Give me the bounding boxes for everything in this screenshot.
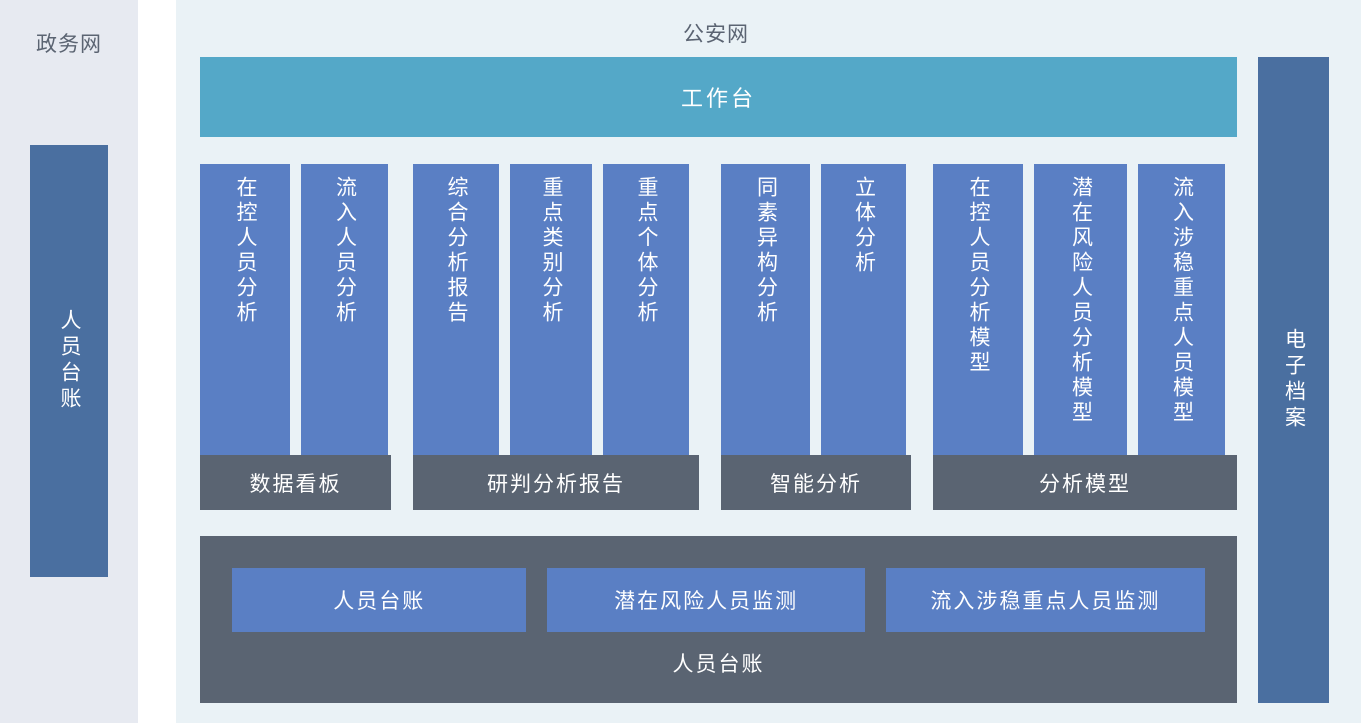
analysis-card-label: 在控人员分析模型 (967, 176, 991, 376)
analysis-group-cards: 同素异构分析 立体分析 (721, 164, 911, 455)
analysis-card-label: 重点个体分析 (635, 176, 659, 326)
analysis-card-label: 流入涉稳重点人员模型 (1170, 176, 1194, 426)
analysis-card-label: 立体分析 (852, 176, 876, 276)
personnel-ledger-box[interactable]: 潜在风险人员监测 (547, 568, 865, 632)
electronic-archive-label: 电子档案 (1282, 328, 1306, 432)
analysis-card[interactable]: 流入人员分析 (301, 164, 388, 455)
analysis-group-footer[interactable]: 智能分析 (721, 455, 911, 510)
government-personnel-ledger-card[interactable]: 人员台账 (30, 145, 108, 577)
analysis-card[interactable]: 综合分析报告 (413, 164, 499, 455)
analysis-card[interactable]: 重点个体分析 (603, 164, 689, 455)
analysis-group-footer[interactable]: 数据看板 (200, 455, 391, 510)
personnel-ledger-block: 人员台账 潜在风险人员监测 流入涉稳重点人员监测 人员台账 (200, 536, 1237, 703)
analysis-group-footer[interactable]: 分析模型 (933, 455, 1237, 510)
analysis-card[interactable]: 在控人员分析模型 (933, 164, 1023, 455)
flow-arrow-zone (138, 0, 316, 723)
analysis-group-cards: 在控人员分析 流入人员分析 (200, 164, 391, 455)
public-security-network-title: 公安网 (683, 23, 749, 46)
analysis-group-footer-label: 研判分析报告 (487, 472, 625, 496)
workbench-bar[interactable]: 工作台 (200, 57, 1237, 137)
government-personnel-ledger-label: 人员台账 (58, 309, 82, 413)
analysis-group-footer-label: 智能分析 (770, 472, 862, 496)
personnel-ledger-caption: 人员台账 (672, 653, 765, 676)
analysis-card-label: 在控人员分析 (234, 176, 258, 326)
electronic-archive-card[interactable]: 电子档案 (1258, 57, 1329, 703)
analysis-card[interactable]: 同素异构分析 (721, 164, 810, 455)
analysis-card[interactable]: 流入涉稳重点人员模型 (1138, 164, 1225, 455)
analysis-card[interactable]: 立体分析 (821, 164, 906, 455)
workbench-label: 工作台 (680, 86, 756, 111)
analysis-group-footer-label: 数据看板 (249, 472, 342, 496)
analysis-card-label: 综合分析报告 (445, 176, 469, 326)
analysis-card[interactable]: 重点类别分析 (510, 164, 592, 455)
personnel-ledger-box[interactable]: 流入涉稳重点人员监测 (885, 568, 1205, 632)
analysis-group-cards: 在控人员分析模型 潜在风险人员分析模型 流入涉稳重点人员模型 (933, 164, 1237, 455)
analysis-group-cards: 综合分析报告 重点类别分析 重点个体分析 (413, 164, 699, 455)
personnel-ledger-box-row: 人员台账 潜在风险人员监测 流入涉稳重点人员监测 (232, 568, 1205, 632)
analysis-card-label: 潜在风险人员分析模型 (1069, 176, 1093, 426)
personnel-ledger-box-label: 人员台账 (333, 590, 426, 613)
analysis-card[interactable]: 潜在风险人员分析模型 (1034, 164, 1127, 455)
government-network-title: 政务网 (36, 33, 102, 56)
government-network-panel: 政务网 人员台账 (0, 0, 138, 723)
personnel-ledger-box[interactable]: 人员台账 (232, 568, 527, 632)
personnel-ledger-box-label: 潜在风险人员监测 (614, 590, 799, 613)
analysis-group-footer[interactable]: 研判分析报告 (413, 455, 699, 510)
analysis-card-label: 同素异构分析 (754, 176, 778, 326)
personnel-ledger-box-label: 流入涉稳重点人员监测 (930, 590, 1161, 613)
analysis-group-footer-label: 分析模型 (1039, 472, 1131, 496)
analysis-card[interactable]: 在控人员分析 (200, 164, 290, 455)
analysis-card-label: 重点类别分析 (540, 176, 564, 326)
analysis-card-label: 流入人员分析 (333, 176, 357, 326)
